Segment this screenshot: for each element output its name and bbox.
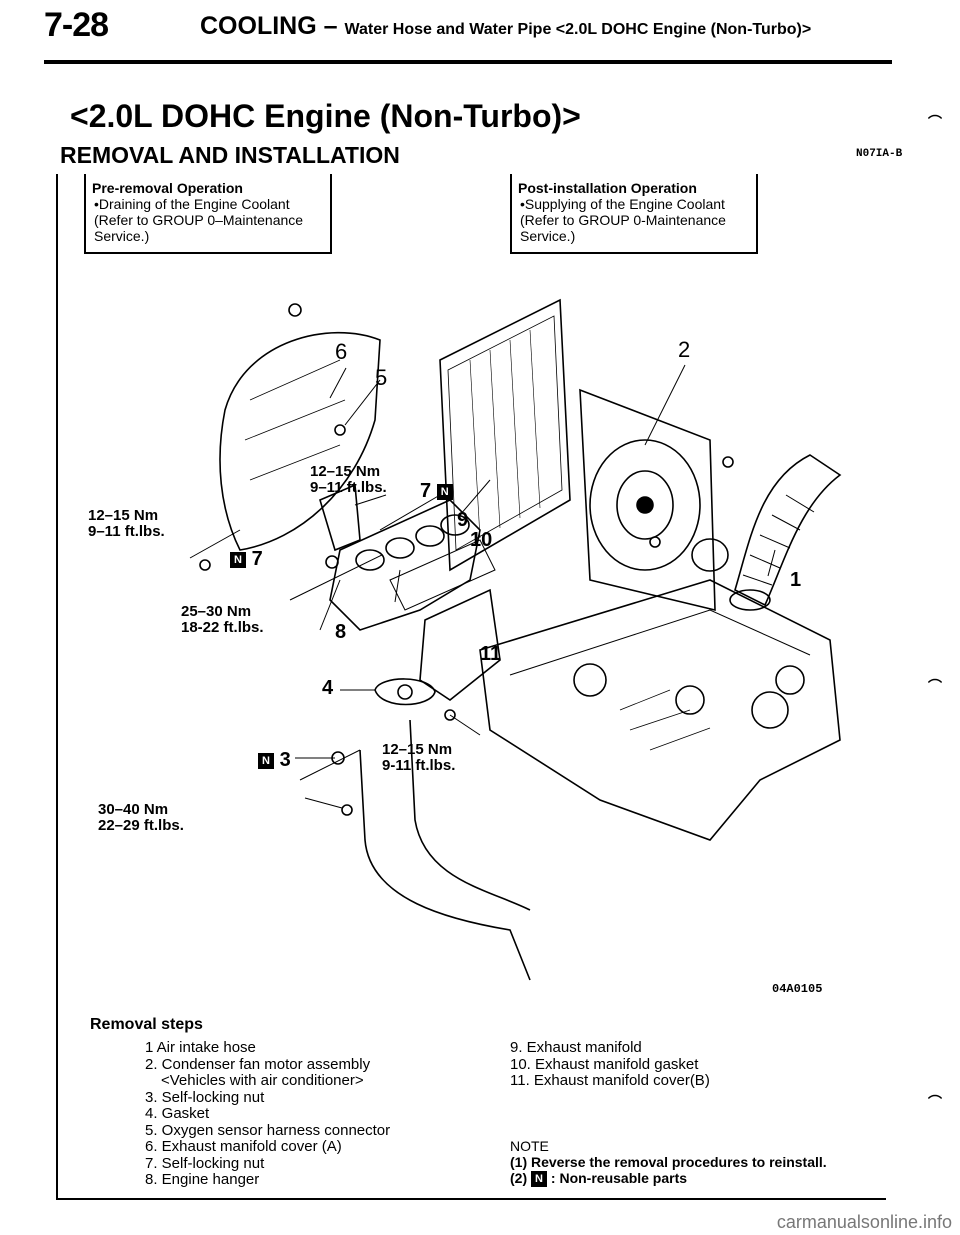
- callout-10: 10: [470, 529, 493, 551]
- left-margin-rule: [56, 174, 58, 1200]
- exhaust-pipe: [359, 719, 531, 981]
- removal-steps-title: Removal steps: [90, 1016, 203, 1033]
- air-intake-hose: [734, 454, 842, 607]
- callout-7-left: N 7: [230, 549, 263, 569]
- torque-ftlbs: 9–11 ft.lbs.: [310, 479, 387, 496]
- pre-removal-line: •Draining of the Engine Coolant: [94, 196, 290, 212]
- torque-ftlbs: 22–29 ft.lbs.: [98, 817, 184, 834]
- margin-mark: ⌒: [928, 114, 942, 130]
- removal-step: <Vehicles with air conditioner>: [161, 1072, 364, 1089]
- callout-7-top: 7 N: [420, 481, 453, 501]
- removal-step: 4. Gasket: [145, 1105, 210, 1122]
- torque-spec: 30–40 Nm 22–29 ft.lbs.: [98, 802, 184, 834]
- callout-9: 9: [457, 509, 469, 531]
- footer-watermark: carmanualsonline.info: [776, 1212, 952, 1232]
- torque-spec: 12–15 Nm 9–11 ft.lbs.: [310, 464, 387, 496]
- pre-removal-box: Pre-removal Operation •Draining of the E…: [84, 174, 332, 254]
- callout-7-top-number: 7: [420, 480, 432, 502]
- page-header: 7-28 COOLING – Water Hose and Water Pipe…: [44, 2, 884, 54]
- section-heading: COOLING – Water Hose and Water Pipe <2.0…: [200, 12, 811, 41]
- removal-step: 1 Air intake hose: [145, 1039, 256, 1056]
- non-reusable-icon: N: [436, 483, 453, 500]
- pre-removal-line: Service.): [94, 228, 150, 244]
- removal-step: 2. Condenser fan motor assembly: [145, 1055, 371, 1073]
- hose-clamp: [691, 538, 729, 572]
- callout-5: 5: [375, 365, 388, 390]
- note-line-suffix: : Non-reusable parts: [550, 1170, 688, 1186]
- page-title: <2.0L DOHC Engine (Non-Turbo)>: [70, 98, 581, 134]
- figure-code: 04A0105: [772, 982, 823, 996]
- fan-motor: [589, 439, 701, 571]
- note-title: NOTE: [510, 1138, 549, 1154]
- page-number: 7-28: [44, 6, 109, 44]
- page-subtitle: REMOVAL AND INSTALLATION: [60, 142, 400, 168]
- non-reusable-icon: N: [258, 752, 274, 769]
- torque-nm: 12–15 Nm: [310, 463, 381, 480]
- pipe-gasket: [374, 678, 436, 706]
- non-reusable-icon: N: [230, 551, 246, 568]
- removal-step: 9. Exhaust manifold: [510, 1039, 642, 1056]
- pre-removal-title: Pre-removal Operation: [92, 180, 243, 196]
- note-line: (2) N : Non-reusable parts: [510, 1170, 827, 1188]
- exhaust-manifold-gasket: [389, 539, 496, 611]
- callout-7-left-number: 7: [251, 548, 263, 570]
- torque-nm: 30–40 Nm: [98, 801, 169, 818]
- note-block: NOTE (1) Reverse the removal procedures …: [510, 1138, 827, 1188]
- non-reusable-icon: N: [531, 1171, 548, 1188]
- pre-removal-line: (Refer to GROUP 0–Maintenance: [94, 212, 304, 228]
- torque-spec: 12–15 Nm 9-11 ft.lbs.: [382, 742, 455, 774]
- callout-3: N 3: [258, 750, 291, 770]
- post-installation-box: Post-installation Operation •Supplying o…: [510, 174, 758, 254]
- torque-spec: 25–30 Nm 18-22 ft.lbs.: [181, 604, 264, 636]
- radiator-core: [447, 315, 563, 551]
- removal-step: 11. Exhaust manifold cover(B): [510, 1072, 710, 1089]
- exhaust-manifold: [329, 499, 481, 631]
- torque-nm: 25–30 Nm: [181, 603, 252, 620]
- removal-step: 5. Oxygen sensor harness connector: [145, 1121, 391, 1139]
- torque-ftlbs: 9–11 ft.lbs.: [88, 523, 165, 540]
- removal-step: 7. Self-locking nut: [145, 1154, 265, 1172]
- callout-4: 4: [322, 677, 334, 699]
- engine-hanger: [319, 483, 361, 552]
- engine-block: [479, 579, 841, 841]
- callout-3-number: 3: [279, 749, 291, 771]
- removal-step: 8. Engine hanger: [145, 1171, 260, 1188]
- removal-step: 3. Self-locking nut: [145, 1088, 265, 1106]
- note-line-prefix: (2): [510, 1170, 528, 1186]
- callout-2: 2: [678, 337, 691, 362]
- torque-ftlbs: 9-11 ft.lbs.: [382, 757, 456, 774]
- note-line: (1) Reverse the removal procedures to re…: [510, 1154, 827, 1170]
- exhaust-manifold-cover-a: [219, 331, 381, 551]
- diagram-drawing: [189, 298, 842, 981]
- fan-shroud: [579, 388, 716, 612]
- callout-11: 11: [480, 643, 502, 665]
- removal-steps-left: 1 Air intake hose 2. Condenser fan motor…: [145, 1039, 391, 1189]
- callout-8: 8: [335, 621, 347, 643]
- removal-steps-right: 9. Exhaust manifold 10. Exhaust manifold…: [510, 1039, 710, 1090]
- post-installation-line: •Supplying of the Engine Coolant: [520, 196, 725, 212]
- removal-step: 6. Exhaust manifold cover (A): [145, 1138, 342, 1155]
- callout-6: 6: [335, 339, 348, 364]
- exploded-diagram: 6 5 2 7 N N 7 9 10 1 8 11 4 N 3 12–15 Nm…: [88, 280, 890, 1000]
- margin-mark: ⌒: [928, 1094, 942, 1110]
- post-installation-title: Post-installation Operation: [518, 180, 697, 196]
- subsection-name: Water Hose and Water Pipe <2.0L DOHC Eng…: [344, 21, 812, 38]
- header-rule: [44, 60, 892, 64]
- section-name: COOLING: [200, 12, 317, 40]
- radiator-outline: [439, 298, 571, 572]
- section-code: N07IA-B: [856, 148, 903, 160]
- exhaust-manifold-cover-b: [419, 588, 501, 701]
- post-installation-line: Service.): [520, 228, 576, 244]
- margin-mark: ⌒: [928, 678, 942, 694]
- removal-step: 10. Exhaust manifold gasket: [510, 1055, 699, 1073]
- section-dash: –: [323, 12, 338, 40]
- torque-nm: 12–15 Nm: [88, 507, 159, 524]
- post-installation-line: (Refer to GROUP 0-Maintenance: [520, 212, 726, 228]
- callout-1: 1: [790, 569, 802, 591]
- torque-spec: 12–15 Nm 9–11 ft.lbs.: [88, 508, 165, 540]
- torque-nm: 12–15 Nm: [382, 741, 453, 758]
- bottom-rule: [56, 1198, 886, 1200]
- torque-ftlbs: 18-22 ft.lbs.: [181, 619, 264, 636]
